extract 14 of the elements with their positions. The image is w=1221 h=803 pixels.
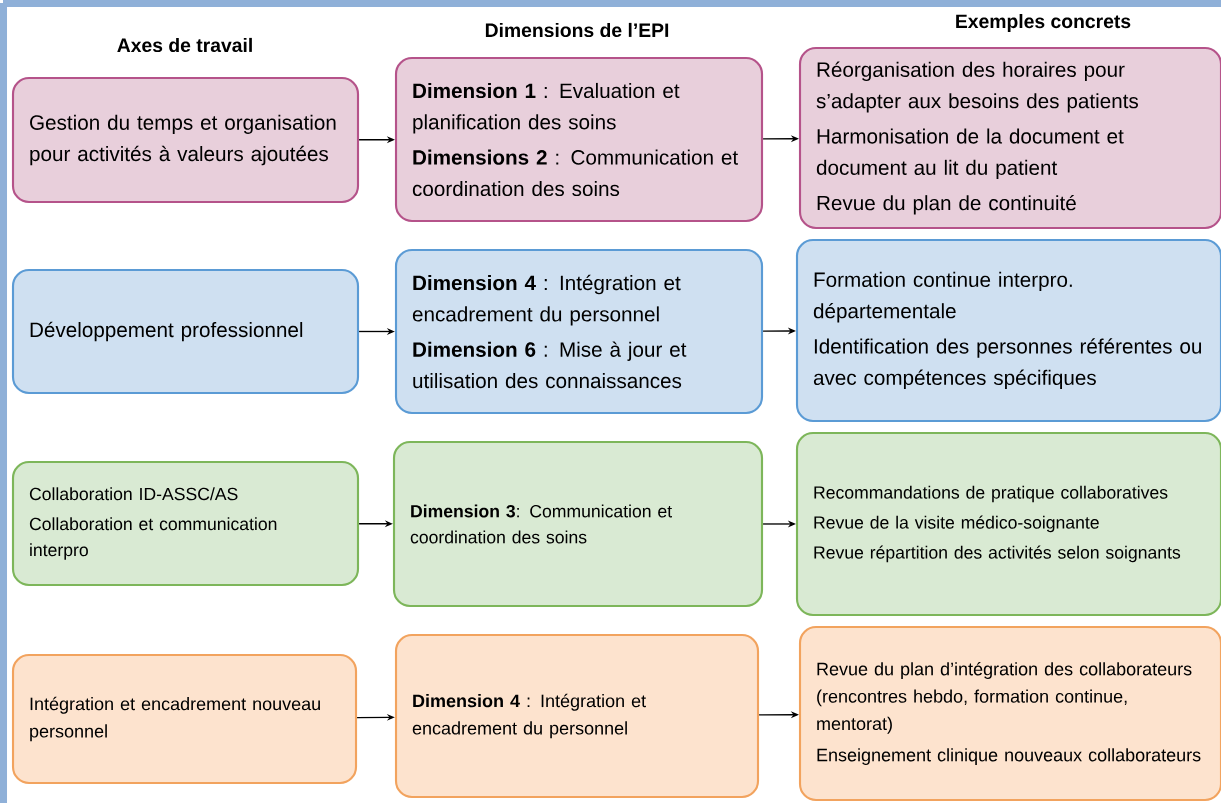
process-box: Intégration et encadrement nouveau personnel bbox=[11, 653, 358, 785]
process-box: Recommandations de pratique collaboratives Revue de la visite médico-soignante Revue répartition des activités selon soignants bbox=[795, 431, 1221, 617]
process-box: Dimension 4 : Intégration et encadrement du personnel bbox=[394, 633, 760, 799]
process-box: Gestion du temps et organisation pour activités à valeurs ajoutées bbox=[11, 76, 360, 204]
process-box: Revue du plan d’intégration des collaborateurs (rencontres hebdo, formation continue, mentorat) Enseignement clinique nouveaux collaborateurs bbox=[798, 625, 1221, 802]
column-heading: Dimensions de l’EPI bbox=[485, 22, 669, 38]
process-box: Développement professionnel bbox=[11, 268, 360, 395]
process-box: Formation continue interpro. départementale Identification des personnes référentes ou avec compétences spécifiques bbox=[795, 238, 1221, 423]
process-box: Collaboration ID-ASSC/AS Collaboration et communication interpro bbox=[11, 460, 360, 587]
column-heading: Axes de travail bbox=[117, 37, 252, 53]
process-box: Dimension 4 : Intégration et encadrement du personnel Dimension 6 : Mise à jour et utilisation des connaissances bbox=[394, 248, 764, 415]
process-box: Dimension 1 : Evaluation et planification des soins Dimensions 2 : Communication et coordination des soins bbox=[394, 56, 764, 223]
process-box: Réorganisation des horaires pour s’adapter aux besoins des patients Harmonisation de la document et document au lit du patient Revue du plan de continuité bbox=[798, 46, 1221, 230]
process-box: Dimension 3: Communication et coordination des soins bbox=[392, 440, 764, 608]
